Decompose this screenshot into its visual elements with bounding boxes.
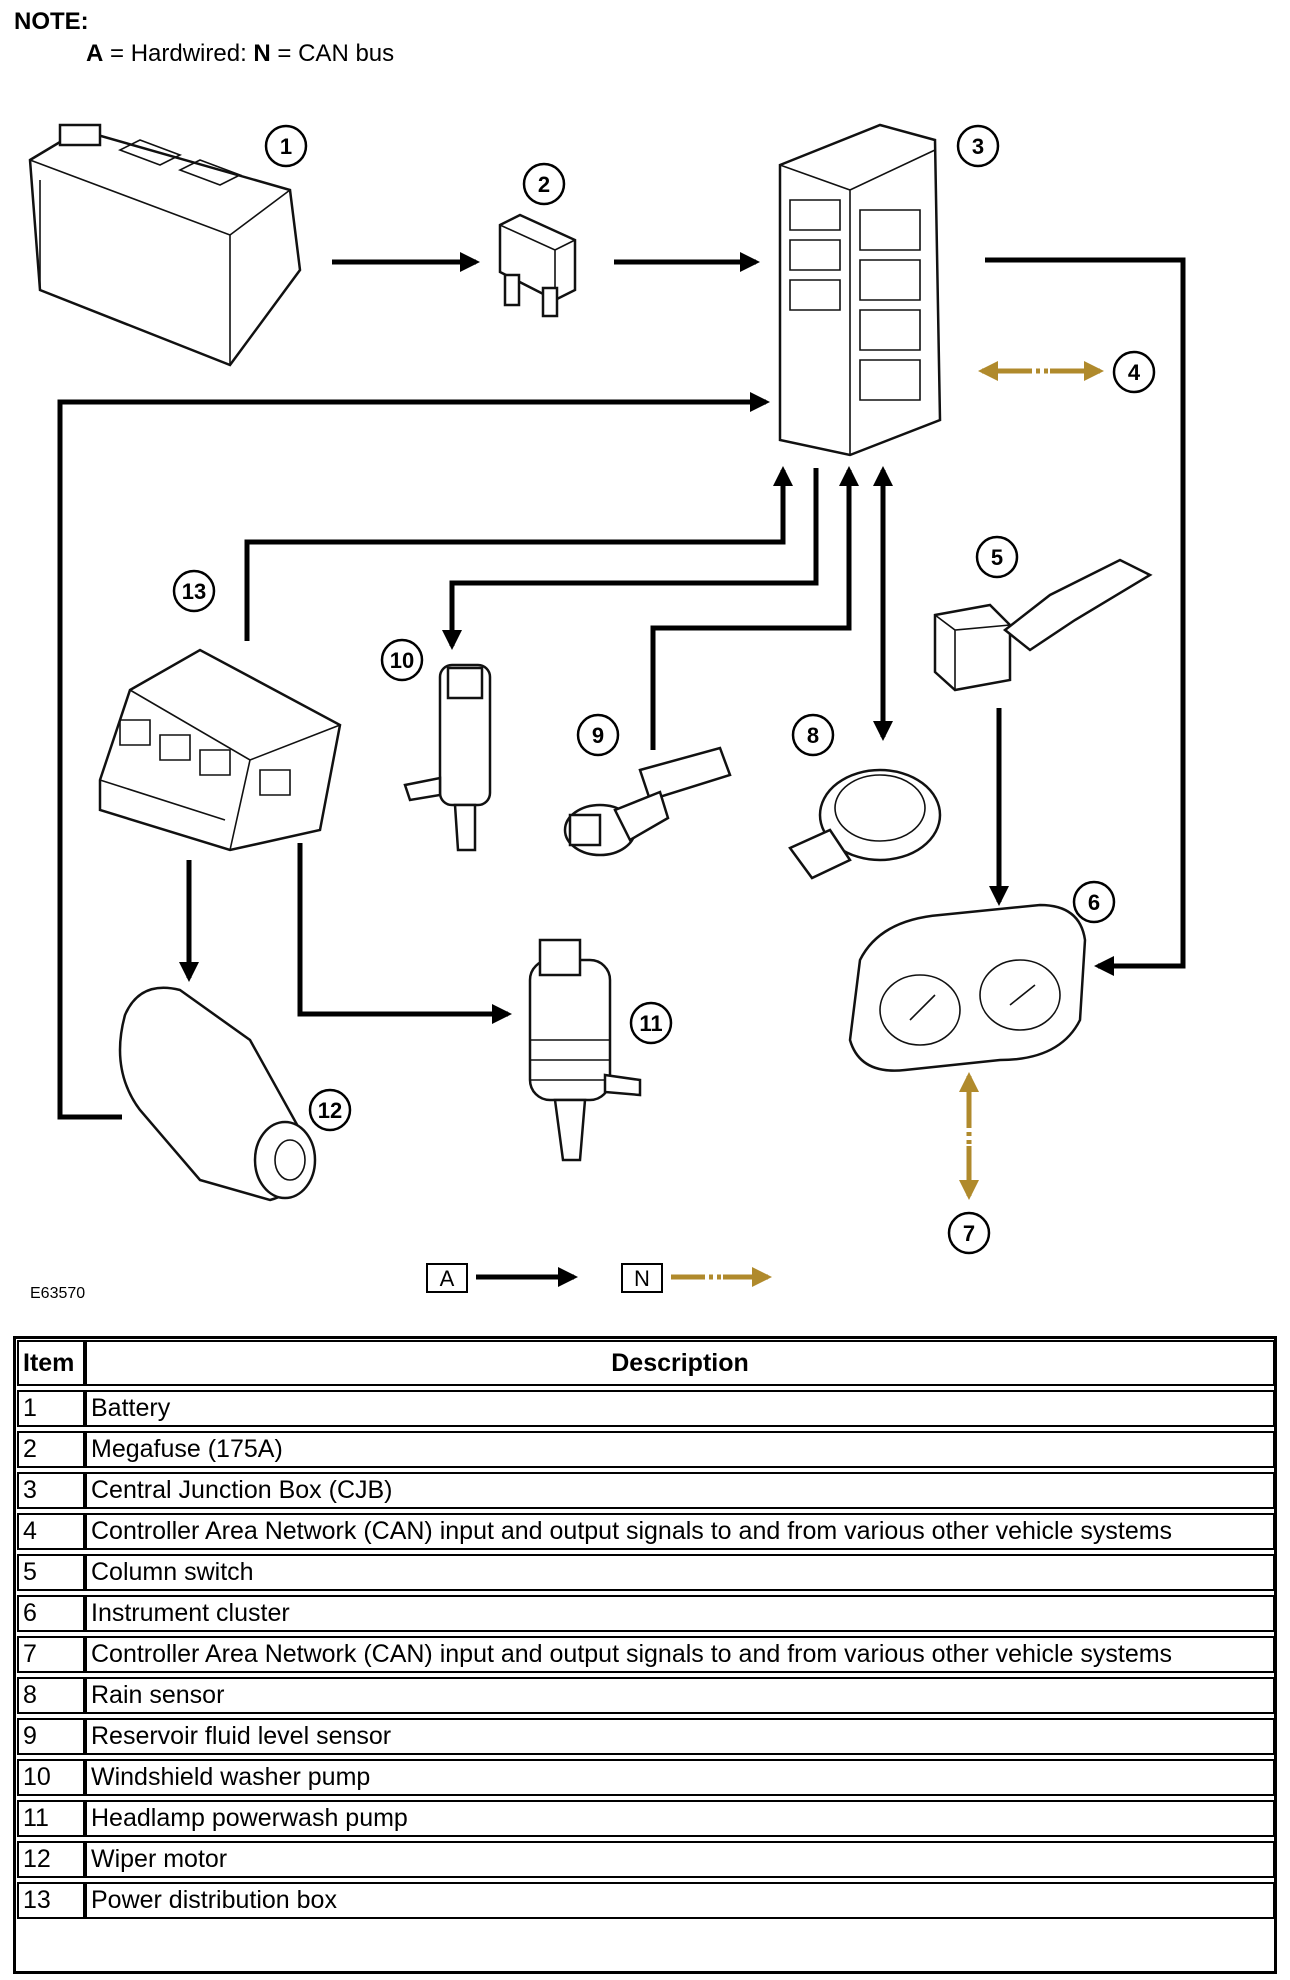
row-description: Battery — [85, 1390, 1275, 1427]
figure-id: E63570 — [30, 1285, 85, 1302]
note-title: NOTE: — [14, 8, 89, 35]
row-description: Megafuse (175A) — [85, 1431, 1275, 1468]
legend-table-frame — [13, 1336, 1277, 1974]
row-item-number: 11 — [17, 1800, 85, 1837]
callout-9: 9 — [576, 713, 620, 757]
battery-illustration — [28, 123, 302, 367]
row-description: Controller Area Network (CAN) input and … — [85, 1636, 1275, 1673]
callout-4: 4 — [1112, 350, 1156, 394]
svg-text:1: 1 — [280, 134, 292, 159]
washer-pump-illustration — [403, 663, 492, 852]
row-description: Windshield washer pump — [85, 1759, 1275, 1796]
svg-text:2: 2 — [538, 172, 550, 197]
callout-2: 2 — [522, 162, 566, 206]
note-a-text: = Hardwired: — [103, 40, 254, 67]
row-item-number: 9 — [17, 1718, 85, 1755]
column-header-item: Item — [17, 1340, 85, 1386]
row-item-number: 1 — [17, 1390, 85, 1427]
callout-6: 6 — [1072, 880, 1116, 924]
row-description: Wiper motor — [85, 1841, 1275, 1878]
row-item-number: 8 — [17, 1677, 85, 1714]
fluid-level-sensor-illustration — [563, 746, 732, 857]
cjb-illustration — [778, 123, 942, 457]
note-legend-line: A = Hardwired: N = CAN bus — [14, 38, 394, 70]
table-header-row: Item Description — [17, 1340, 1275, 1386]
note-n-key: N — [253, 40, 271, 67]
column-header-description: Description — [85, 1340, 1275, 1386]
instrument-cluster-illustration — [848, 903, 1087, 1072]
svg-text:12: 12 — [318, 1098, 342, 1123]
row-item-number: 2 — [17, 1431, 85, 1468]
svg-text:8: 8 — [807, 723, 819, 748]
callout-8: 8 — [791, 713, 835, 757]
powerwash-pump-illustration — [528, 938, 642, 1162]
callout-13: 13 — [172, 569, 216, 613]
svg-text:3: 3 — [972, 134, 984, 159]
callout-3: 3 — [956, 124, 1000, 168]
wiring-diagram: 1 2 3 4 5 6 7 8 9 10 11 12 13 A N E63570 — [28, 123, 1186, 1302]
row-description: Instrument cluster — [85, 1595, 1275, 1632]
note: NOTE: A = Hardwired: N = CAN bus — [14, 6, 394, 70]
row-description: Headlamp powerwash pump — [85, 1800, 1275, 1837]
row-description: Power distribution box — [85, 1882, 1275, 1919]
row-item-number: 10 — [17, 1759, 85, 1796]
hardwired-connections — [57, 252, 1186, 1120]
row-description: Controller Area Network (CAN) input and … — [85, 1513, 1275, 1550]
row-item-number: 4 — [17, 1513, 85, 1550]
legend-a-label: A — [440, 1266, 455, 1291]
row-description: Rain sensor — [85, 1677, 1275, 1714]
svg-text:9: 9 — [592, 723, 604, 748]
svg-text:6: 6 — [1088, 890, 1100, 915]
row-description: Reservoir fluid level sensor — [85, 1718, 1275, 1755]
callout-5: 5 — [975, 535, 1019, 579]
wiper-motor-illustration — [118, 986, 317, 1202]
svg-text:10: 10 — [390, 648, 414, 673]
svg-text:4: 4 — [1128, 360, 1141, 385]
row-item-number: 3 — [17, 1472, 85, 1509]
column-switch-illustration — [933, 558, 1153, 692]
callout-11: 11 — [629, 1001, 673, 1045]
megafuse-illustration — [498, 213, 577, 318]
row-item-number: 7 — [17, 1636, 85, 1673]
row-item-number: 5 — [17, 1554, 85, 1591]
row-item-number: 6 — [17, 1595, 85, 1632]
legend-n-label: N — [634, 1266, 650, 1291]
arrow-legend: A N — [426, 1263, 772, 1293]
note-n-text: = CAN bus — [270, 40, 395, 67]
row-description: Central Junction Box (CJB) — [85, 1472, 1275, 1509]
callout-12: 12 — [308, 1088, 352, 1132]
svg-text:5: 5 — [991, 545, 1003, 570]
can-bus-connections — [959, 361, 1104, 1200]
callouts: 1 2 3 4 5 6 7 8 9 10 11 12 13 — [172, 124, 1156, 1255]
row-item-number: 12 — [17, 1841, 85, 1878]
row-description: Column switch — [85, 1554, 1275, 1591]
power-distribution-box-illustration — [98, 648, 342, 852]
rain-sensor-illustration — [788, 768, 942, 880]
callout-7: 7 — [947, 1211, 991, 1255]
svg-text:7: 7 — [963, 1221, 975, 1246]
svg-text:11: 11 — [639, 1011, 662, 1036]
row-item-number: 13 — [17, 1882, 85, 1919]
svg-text:13: 13 — [182, 579, 206, 604]
note-a-key: A — [86, 40, 104, 67]
callout-1: 1 — [264, 124, 308, 168]
callout-10: 10 — [380, 638, 424, 682]
